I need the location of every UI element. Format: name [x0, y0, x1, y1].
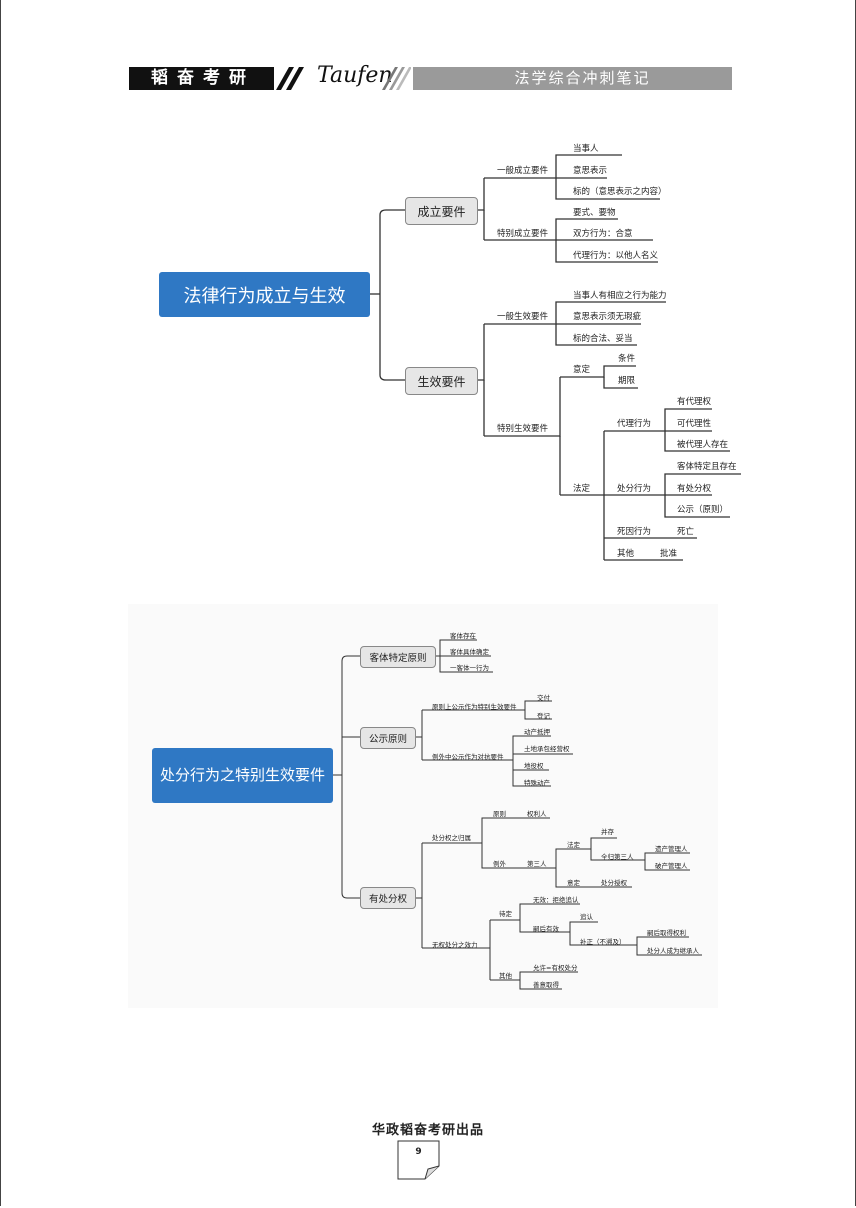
- map1-label-special-formation: 特别成立要件: [497, 229, 549, 239]
- slash-decoration-icon: [276, 67, 304, 90]
- map2-label-exception: 例外中公示作为对抗要件: [432, 753, 504, 761]
- map2-leaf: 土地承包经营权: [524, 745, 570, 753]
- map1-node-shengxiao: 生效要件: [405, 367, 478, 395]
- map2-leaf: 嗣后取得权利: [647, 929, 686, 937]
- map1-leaf: 有处分权: [677, 484, 712, 494]
- map2-node-chufenquan: 有处分权: [360, 887, 416, 909]
- map2-leaf: 交付: [537, 694, 550, 702]
- map1-label-fading: 法定: [573, 484, 591, 494]
- map1-leaf: 有代理权: [677, 397, 712, 407]
- map1-leaf: 双方行为：合意: [573, 229, 633, 239]
- map1-leaf: 标的合法、妥当: [573, 334, 633, 344]
- map2-label-qita: 其他: [499, 972, 512, 980]
- map2-leaf: 登记: [537, 712, 550, 720]
- map2-label-buzheng: 补正（不溯及）: [580, 938, 626, 946]
- map2-leaf: 动产抵押: [524, 728, 550, 736]
- page-header: 韬奋考研 Taufen 法学综合冲刺笔记: [129, 63, 732, 90]
- map1-leaf: 意思表示: [573, 166, 608, 176]
- map2-leaf: 地役权: [524, 762, 544, 770]
- map2-leaf: 并存: [601, 828, 614, 836]
- header-title: 法学综合冲刺笔记: [413, 67, 732, 90]
- map1-node-chengli: 成立要件: [405, 197, 478, 225]
- map1-label-qita: 其他: [617, 549, 635, 559]
- map2-root-node: 处分行为之特别生效要件: [152, 748, 333, 803]
- map1-label-special-effect: 特别生效要件: [497, 424, 549, 434]
- map2-leaf: 特殊动产: [524, 779, 550, 787]
- map2-leaf: 无效：拒绝追认: [533, 896, 579, 904]
- map2-label-quangui: 全归第三人: [601, 853, 634, 861]
- map1-leaf: 批准: [660, 549, 678, 559]
- map1-leaf: 当事人: [573, 144, 599, 154]
- map2-label-liwai: 例外: [493, 860, 506, 868]
- map2-leaf: 允许=有权处分: [533, 964, 578, 972]
- brand-en: Taufen: [317, 63, 393, 88]
- map1-leaf: 代理行为：以他人名义: [573, 251, 659, 261]
- map1-label-yiding: 意定: [573, 365, 591, 375]
- map1-label-general-formation: 一般成立要件: [497, 166, 549, 176]
- page-number-box-icon: [397, 1140, 440, 1180]
- map1-leaf: 客体特定且存在: [677, 462, 737, 472]
- map1-label-general-effect: 一般生效要件: [497, 312, 549, 322]
- map2-leaf: 客体存在: [450, 632, 476, 640]
- map2-label-yuanze: 原则: [493, 810, 506, 818]
- map2-label-daiding: 待定: [499, 910, 512, 918]
- map1-leaf: 当事人有相应之行为能力: [573, 291, 667, 301]
- map1-leaf: 意思表示须无瑕疵: [573, 312, 642, 322]
- map2-leaf: 权利人: [527, 810, 547, 818]
- map1-root-node: 法律行为成立与生效: [159, 272, 370, 317]
- map2-leaf: 处分授权: [601, 879, 627, 887]
- map2-label-wuquan: 无权处分之效力: [432, 941, 478, 949]
- map1-label-siyin: 死因行为: [617, 527, 652, 537]
- map2-node-keti: 客体特定原则: [360, 646, 436, 668]
- slash-decoration-icon: [382, 67, 411, 90]
- map2-label-fading: 法定: [567, 841, 580, 849]
- footer-publisher: 华政韬奋考研出品: [371, 1123, 484, 1138]
- brand-cn: 韬奋考研: [129, 67, 274, 90]
- map2-label-yiding: 意定: [567, 879, 580, 887]
- map1-leaf: 公示（原则）: [677, 505, 729, 515]
- map2-label-houyouxiao: 嗣后有效: [533, 925, 559, 933]
- map1-label-chufen: 处分行为: [617, 484, 652, 494]
- map2-leaf: 处分人成为继承人: [647, 947, 699, 955]
- map2-label-rule: 原则上公示作为特别生效要件: [432, 703, 517, 711]
- map2-leaf: 破产管理人: [655, 862, 688, 870]
- map2-leaf: 遗产管理人: [655, 845, 688, 853]
- map2-leaf: 追认: [580, 913, 593, 921]
- map1-label-daili: 代理行为: [617, 419, 652, 429]
- map1-leaf: 标的（意思表示之内容）: [573, 187, 667, 197]
- map2-leaf: 善意取得: [533, 981, 559, 989]
- map1-leaf: 死亡: [677, 527, 695, 537]
- map1-leaf: 可代理性: [677, 419, 712, 429]
- page-number: 9: [415, 1147, 422, 1157]
- map1-leaf: 期限: [618, 376, 636, 386]
- map2-node-gongshi: 公示原则: [360, 727, 416, 749]
- map2-leaf: 一客体一行为: [450, 664, 489, 672]
- map2-label-disanren: 第三人: [527, 860, 547, 868]
- map1-leaf: 条件: [618, 354, 636, 364]
- map1-leaf: 被代理人存在: [677, 440, 729, 450]
- map2-leaf: 客体具体确定: [450, 648, 489, 656]
- map1-leaf: 要式、要物: [573, 208, 616, 218]
- map2-label-guishu: 处分权之归属: [432, 834, 471, 842]
